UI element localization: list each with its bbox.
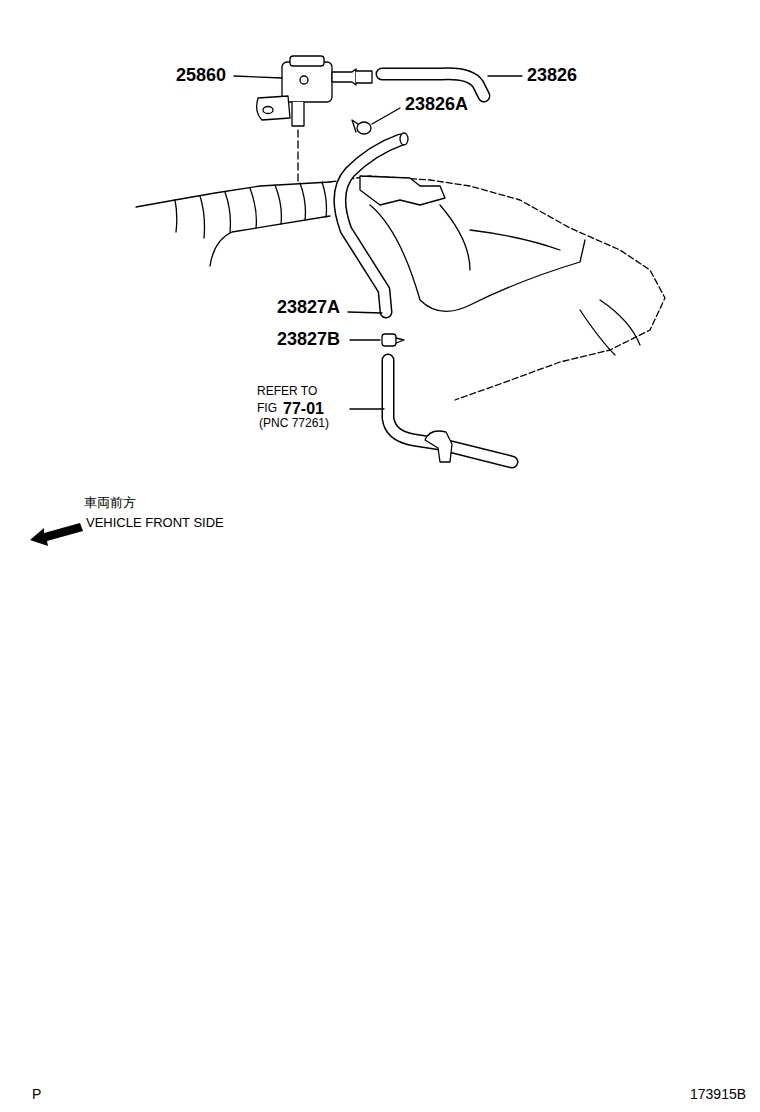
direction-note: 車両前方 [84,496,136,510]
reference-note: FIG [257,402,277,415]
direction-note: VEHICLE FRONT SIDE [86,516,224,530]
callout-number: 23826A [405,95,468,115]
callout-number: 23827B [277,330,340,350]
page-mark: P [32,1087,41,1102]
callout-number: 25860 [176,66,226,86]
callout-number: 23826 [527,66,577,86]
drawing-number: 173915B [690,1087,746,1102]
reference-note: REFER TO [257,385,317,398]
callout-number: 23827A [277,298,340,318]
reference-note: (PNC 77261) [259,417,329,430]
figure-number: 77-01 [283,400,324,418]
